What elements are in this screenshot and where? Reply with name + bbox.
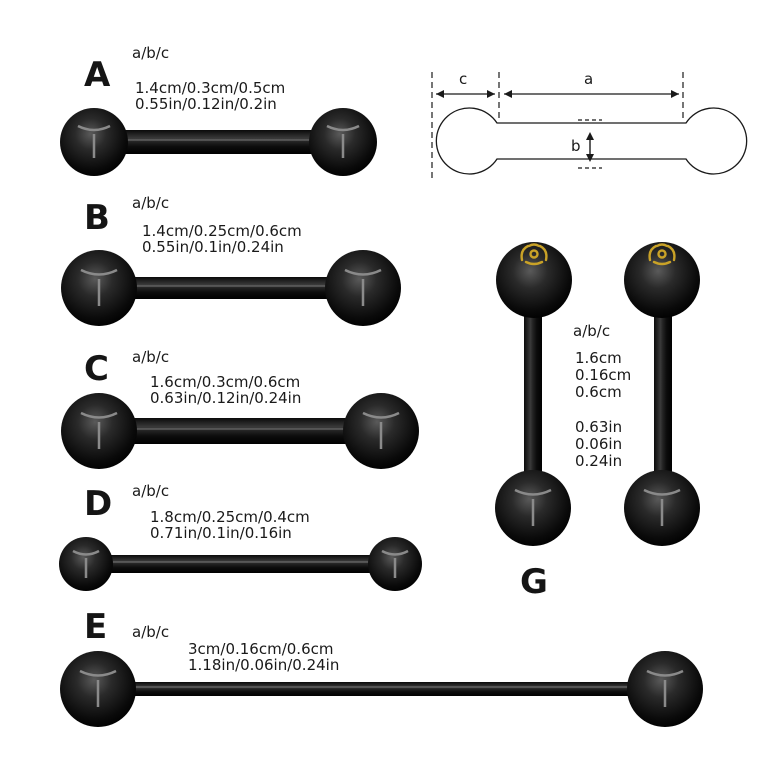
item-b-letter: B [84, 198, 110, 238]
item-g-metric-c: 0.6cm [575, 383, 622, 401]
item-b-abc-label: a/b/c [132, 194, 170, 212]
item-d-metric: 1.8cm/0.25cm/0.4cm [150, 508, 310, 526]
item-e-imperial: 1.18in/0.06in/0.24in [188, 656, 340, 674]
item-a-imperial: 0.55in/0.12in/0.2in [135, 95, 277, 113]
item-g-metric-a: 1.6cm [575, 349, 622, 367]
biohazard-logo-icon [520, 243, 548, 266]
item-g-metric-b: 0.16cm [575, 366, 632, 384]
item-c-abc-label: a/b/c [132, 348, 170, 366]
item-c-metric: 1.6cm/0.3cm/0.6cm [150, 373, 301, 391]
item-a-abc-label: a/b/c [132, 44, 170, 62]
item-d-imperial: 0.71in/0.1in/0.16in [150, 524, 292, 542]
item-e-letter: E [84, 607, 108, 647]
item-g-letter: G [520, 562, 548, 602]
item-g-imperial-a: 0.63in [575, 418, 623, 436]
item-g-imperial-c: 0.24in [575, 452, 623, 470]
item-b-imperial: 0.55in/0.1in/0.24in [142, 238, 284, 256]
item-b-metric: 1.4cm/0.25cm/0.6cm [142, 222, 302, 240]
item-e-abc-label: a/b/c [132, 623, 170, 641]
item-c-letter: C [84, 349, 109, 389]
item-c-imperial: 0.63in/0.12in/0.24in [150, 389, 302, 407]
item-d-abc-label: a/b/c [132, 482, 170, 500]
diagram-label-b: b [571, 137, 581, 155]
diagram-label-a: a [584, 70, 594, 88]
item-a-letter: A [84, 55, 111, 95]
item-d-letter: D [84, 484, 113, 524]
item-g-imperial-b: 0.06in [575, 435, 623, 453]
item-e-metric: 3cm/0.16cm/0.6cm [188, 640, 334, 658]
diagram-label-c: c [459, 70, 468, 88]
biohazard-logo-icon [648, 243, 676, 266]
item-g-abc-label: a/b/c [573, 322, 611, 340]
item-a-metric: 1.4cm/0.3cm/0.5cm [135, 79, 286, 97]
